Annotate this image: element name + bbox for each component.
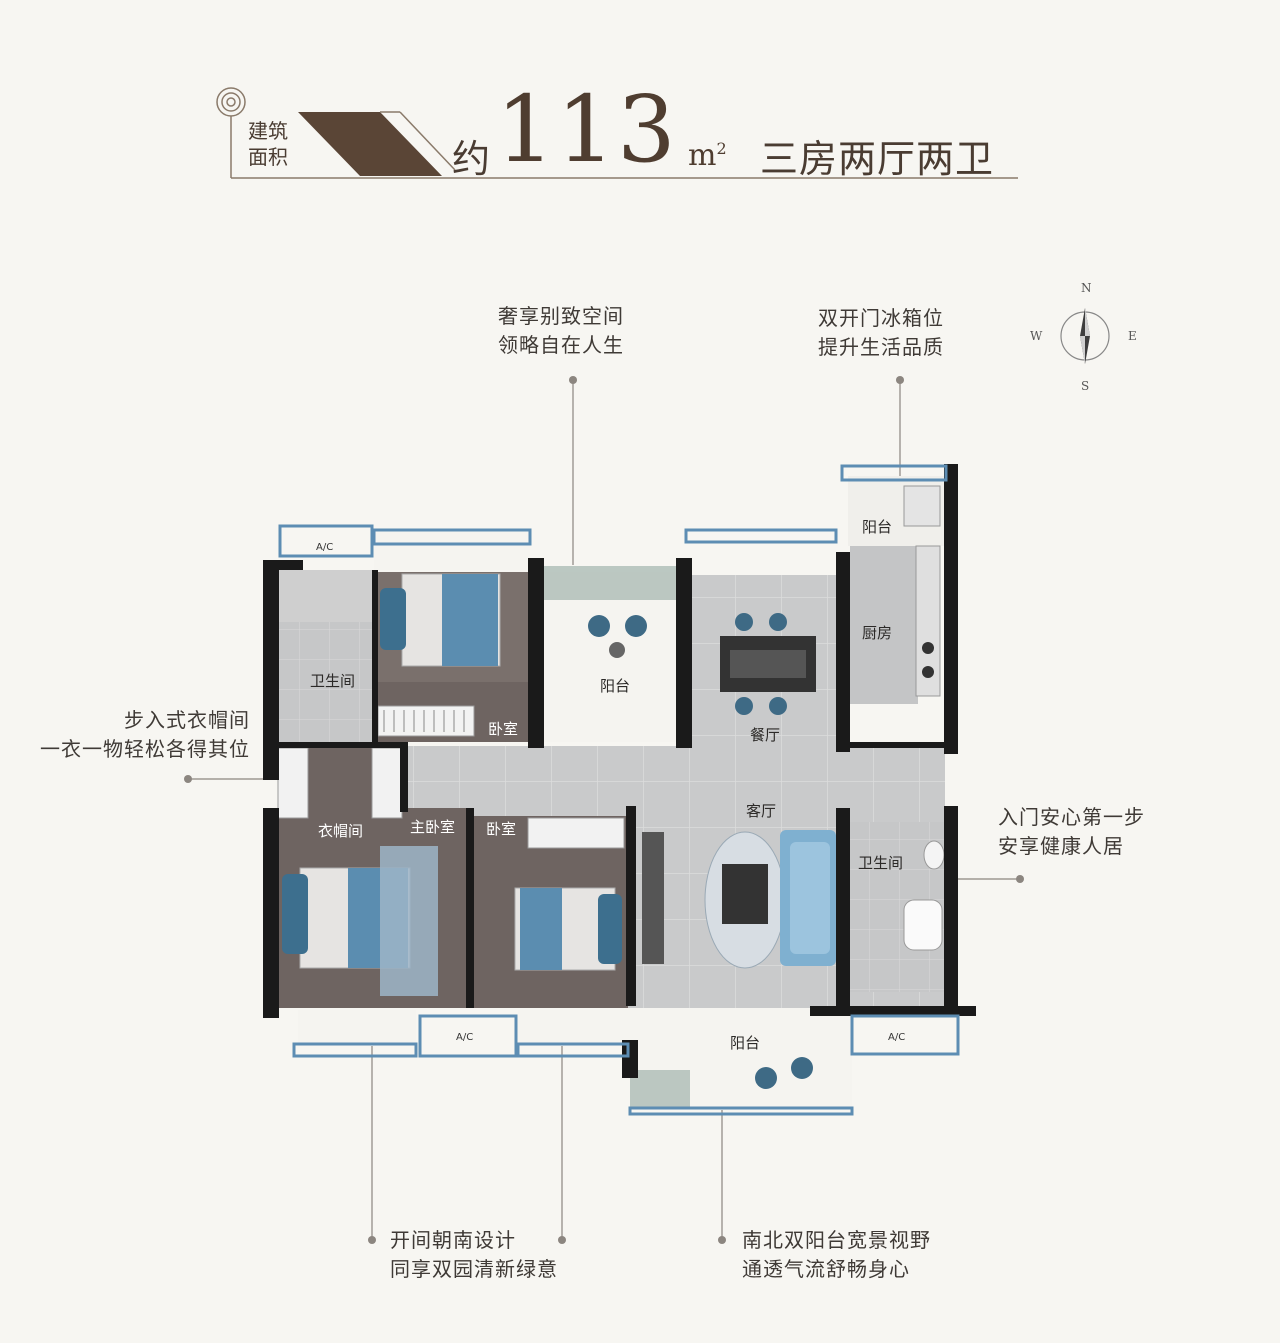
area-label: 建筑 面积 <box>240 118 296 170</box>
callout-line: 开间朝南设计 <box>390 1228 516 1252</box>
room-closet: 衣帽间 <box>318 822 364 840</box>
callout-line: 南北双阳台宽景视野 <box>742 1228 931 1252</box>
header-slash-shape <box>298 112 442 176</box>
room-bedroom-2: 卧室 <box>486 820 517 838</box>
callout-left: 步入式衣帽间 一衣一物轻松各得其位 <box>20 706 250 764</box>
callout-line: 步入式衣帽间 <box>124 708 250 732</box>
callout-bottom-right: 南北双阳台宽景视野 通透气流舒畅身心 <box>742 1226 931 1284</box>
room-balcony-south: 阳台 <box>730 1034 761 1052</box>
ac-label-2: A/C <box>456 1032 473 1043</box>
area-value: 113 <box>496 76 678 183</box>
room-living: 客厅 <box>746 802 777 820</box>
compass-west: W <box>1030 329 1043 343</box>
callout-top-center: 奢享别致空间 领略自在人生 <box>498 302 624 360</box>
header-decoration <box>216 87 1018 179</box>
area-unit: m2 <box>688 138 727 173</box>
unit-text: m <box>688 138 717 173</box>
callout-bottom-left: 开间朝南设计 同享双园清新绿意 <box>390 1226 558 1284</box>
unit-sup: 2 <box>716 139 727 158</box>
callout-line: 同享双园清新绿意 <box>390 1257 558 1281</box>
callout-line: 一衣一物轻松各得其位 <box>40 737 250 761</box>
compass-south: S <box>1081 379 1089 393</box>
approx-text: 约 <box>452 137 491 181</box>
callout-line: 领略自在人生 <box>498 333 624 357</box>
callout-line: 奢享别致空间 <box>498 304 624 328</box>
room-balcony-kitchen: 阳台 <box>862 518 893 536</box>
callout-right: 入门安心第一步 安享健康人居 <box>998 803 1145 861</box>
callout-line: 提升生活品质 <box>818 335 944 359</box>
callout-line: 入门安心第一步 <box>998 805 1145 829</box>
callout-line: 安享健康人居 <box>998 834 1124 858</box>
ac-label-3: A/C <box>888 1032 905 1043</box>
ac-label-1: A/C <box>316 542 333 553</box>
callout-top-right: 双开门冰箱位 提升生活品质 <box>818 304 944 362</box>
room-bathroom-2: 卫生间 <box>858 854 904 872</box>
compass-north: N <box>1081 281 1092 295</box>
room-dining: 餐厅 <box>750 726 781 744</box>
room-balcony-north: 阳台 <box>600 677 631 695</box>
area-label-line1: 建筑 <box>248 119 288 143</box>
callout-line: 双开门冰箱位 <box>818 306 944 330</box>
compass-east: E <box>1128 329 1137 343</box>
area-label-line2: 面积 <box>248 145 288 169</box>
room-bedroom-1: 卧室 <box>488 720 519 738</box>
room-kitchen: 厨房 <box>862 624 893 642</box>
callout-line: 通透气流舒畅身心 <box>742 1257 910 1281</box>
room-master-bedroom: 主卧室 <box>410 818 456 836</box>
compass-icon: N S E W <box>1030 281 1137 393</box>
room-bathroom-1: 卫生间 <box>310 672 356 690</box>
layout-type: 三房两厅两卫 <box>760 137 995 181</box>
